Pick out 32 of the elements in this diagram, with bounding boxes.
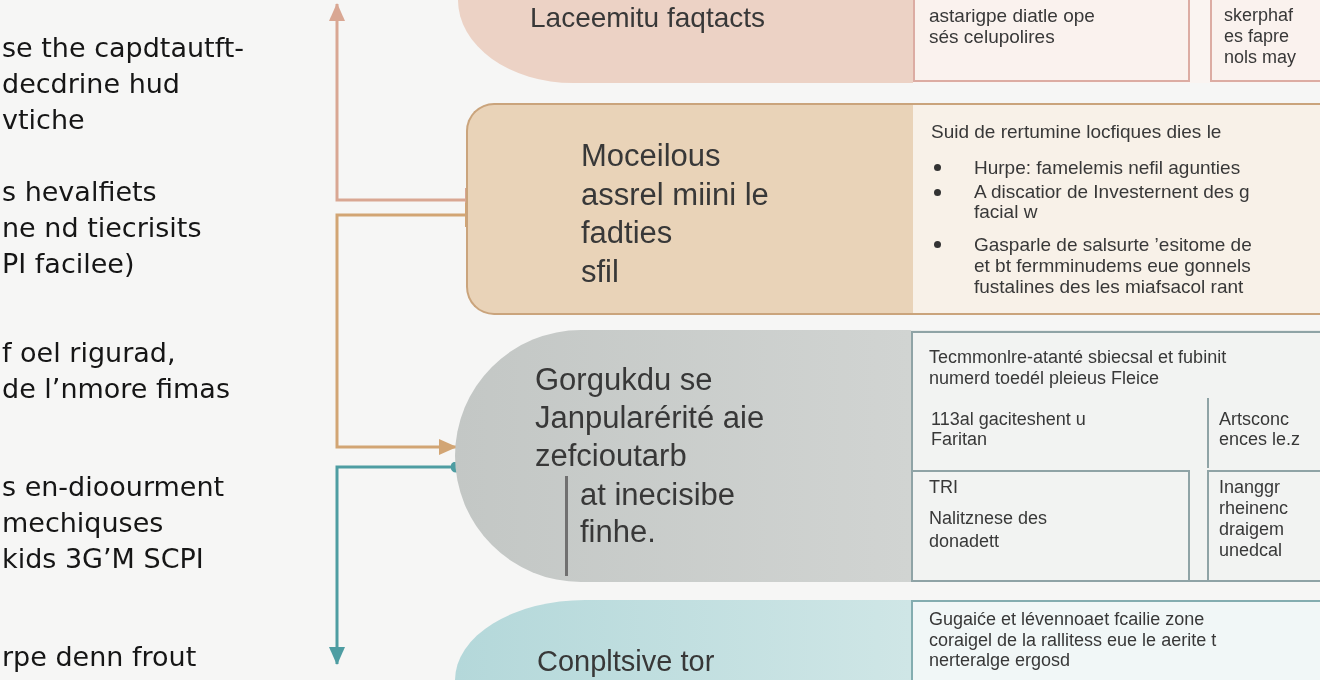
card-text: astarigpe diatle ope sés celupolires [929, 5, 1095, 47]
table-frame [911, 331, 1320, 582]
panel-heading: Suid de rertumine locfiques dies le [931, 121, 1222, 142]
rounded-band [458, 0, 1320, 83]
table-heading: Tecmmonlre-atanté sbiecsal et fubinit numerd toedél pleieus Fleice [929, 347, 1227, 389]
cell-text: Nalitznese des donadett [929, 507, 1048, 553]
rounded-band [455, 600, 1320, 680]
card-text: skerphaf es fapre nols may [1224, 5, 1297, 68]
table-cell [1207, 470, 1320, 582]
rounded-band [466, 103, 1320, 315]
band-title: Conpltsive tor [537, 646, 715, 677]
bullet-text: Hurpe: famelemis nefil agunties [974, 157, 1241, 178]
cell-text: 113al gaciteshent u Faritan [931, 409, 1086, 449]
bullet-text: Gasparle de salsurte ’esitome de et bt fermminudems eue gonnels fustalines des les miafsacol rant [974, 234, 1252, 297]
text-panel [911, 600, 1320, 680]
table-cell [911, 470, 1190, 582]
side-note: rpe denn frout [2, 640, 197, 674]
panel-text: Gugaiće et lévennoaet fcailie zone coraigel de la rallitess eue le aerite t nerteralge ergosd [929, 609, 1217, 671]
side-note: s en-dioourment mechiquses kids 3G’M SCPI [2, 470, 225, 576]
cell-text: Inanggr rheinenc draigem unedcal [1219, 477, 1289, 561]
info-card [913, 0, 1190, 82]
band-subtitle: at inecisibe finhe. [565, 476, 736, 576]
info-card [1210, 0, 1320, 82]
bullet-text: A discatior de Investernent des g facial w [974, 182, 1250, 222]
band-title: Moceilous assrel miini le fadties sfil [581, 137, 769, 291]
band-title: Laceemitu faqtacts [530, 2, 766, 34]
cell-text: Artsconc ences le.z [1219, 409, 1301, 449]
side-note: s hevalfiets ne nd tiecrisits PI facilee) [2, 175, 202, 281]
rounded-band [455, 330, 1320, 582]
side-note: se the capdtautft- decdrine hud vtiche [2, 31, 244, 137]
side-note: f oel rigurad, de l’nmore fimas [2, 336, 230, 406]
cell-heading: TRI [929, 477, 958, 497]
